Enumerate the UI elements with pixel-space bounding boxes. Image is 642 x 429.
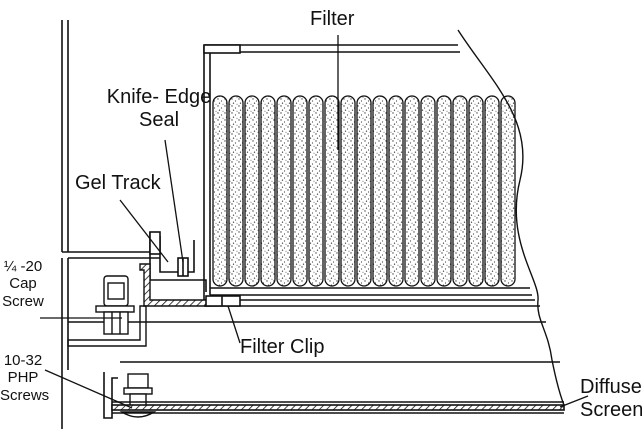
label-diffuser-screen-line1: Diffuser — [580, 376, 642, 398]
filter-media-pleats — [212, 95, 516, 287]
break-line-right — [457, 29, 565, 406]
cap-screw — [95, 275, 135, 335]
label-cap-screw-line3: Screw — [2, 292, 44, 310]
label-filter: Filter — [310, 8, 355, 30]
filter-pleat — [292, 95, 308, 287]
label-filter-clip: Filter Clip — [240, 336, 325, 358]
filter-pleat — [436, 95, 452, 287]
filter-pleat — [324, 95, 340, 287]
leader-gel-track — [119, 199, 169, 263]
leader-filter-clip — [227, 305, 241, 344]
filter-pleat — [212, 95, 228, 287]
filter-frame — [68, 44, 560, 363]
label-cap-screw-line1: ¼ -20 — [3, 258, 43, 275]
filter-pleat — [372, 95, 388, 287]
filter-pleat — [404, 95, 420, 287]
label-cap-screw-line2: Cap — [9, 275, 37, 293]
filter-pleat — [500, 95, 516, 287]
label-knife-edge-seal-line2: Seal — [138, 109, 180, 131]
label-php-screws-line3: Screws — [0, 386, 50, 404]
label-knife-edge-seal: Knife- Edge Seal — [100, 86, 218, 132]
gel-track — [149, 231, 207, 292]
leader-diffuser-screen — [559, 395, 589, 408]
leader-php-screws — [44, 369, 133, 409]
label-php-screws-line2: PHP — [7, 369, 39, 387]
filter-pleat — [260, 95, 276, 287]
filter-pleat — [452, 95, 468, 287]
housing-wall — [61, 20, 160, 429]
filter-pleat — [340, 95, 356, 287]
label-diffuser-screen-line2: Screen — [580, 399, 642, 421]
filter-pleat — [308, 95, 324, 287]
label-php-screws-line1: 10-32 — [3, 352, 43, 369]
filter-pleat — [468, 95, 484, 287]
filter-pleat — [420, 95, 436, 287]
filter-clip — [205, 295, 241, 307]
filter-pleat — [228, 95, 244, 287]
leader-lines — [40, 35, 589, 409]
filter-pleat — [484, 95, 500, 287]
label-knife-edge-seal-line1: Knife- Edge — [106, 86, 212, 108]
filter-pleat — [276, 95, 292, 287]
label-gel-track: Gel Track — [75, 172, 161, 194]
filter-pleat — [356, 95, 372, 287]
filter-pleat — [244, 95, 260, 287]
label-cap-screw: ¼ -20 Cap Screw — [0, 258, 46, 310]
filter-pleat — [388, 95, 404, 287]
label-php-screws: 10-32 PHP Screws — [0, 352, 50, 404]
label-diffuser-screen: Diffuser Screen — [580, 376, 642, 422]
diffuser-screen — [103, 372, 565, 419]
leader-knife-edge-seal — [164, 139, 184, 263]
